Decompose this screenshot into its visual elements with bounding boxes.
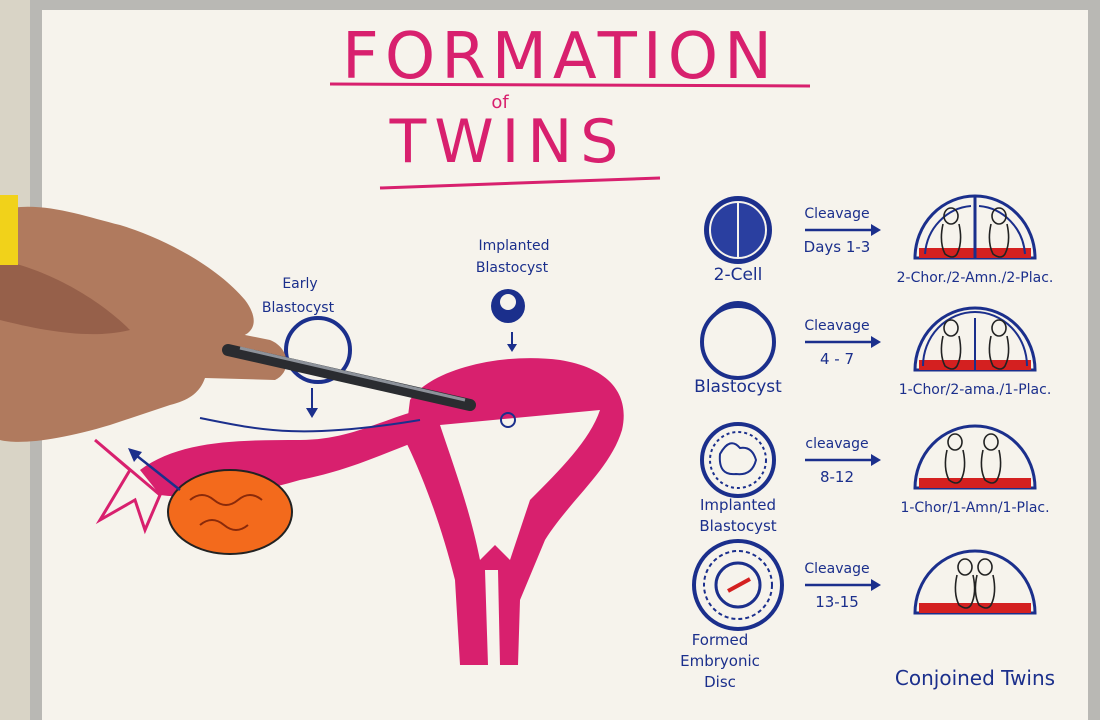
result-label: 1-Chor/2-ama./1-Plac. — [899, 382, 1052, 398]
early-arrowhead — [306, 408, 318, 418]
stage-label: Formed — [692, 631, 749, 649]
ovary-texture — [189, 494, 263, 531]
wristband — [0, 195, 18, 265]
stage-label: Disc — [704, 673, 736, 691]
title-underline-1 — [329, 82, 811, 88]
embryo-icon — [974, 558, 996, 609]
embryo-icon — [940, 319, 962, 370]
title-of: of — [491, 92, 509, 113]
embryo-icon — [940, 207, 962, 258]
label-implanted-blastocyst: Blastocyst — [476, 260, 549, 276]
cleavage-label: Cleavage — [804, 561, 869, 577]
title-underline-2 — [379, 176, 661, 190]
title-line-2: TWINS — [389, 107, 627, 177]
ovulation-arrowhead — [128, 448, 142, 462]
title: FORMATION of TWINS — [342, 20, 778, 177]
result-label: Conjoined Twins — [895, 666, 1055, 690]
presenter-hand — [0, 195, 476, 442]
result-label: 1-Chor/1-Amn/1-Plac. — [900, 500, 1049, 516]
stage-label: Blastocyst — [699, 517, 776, 535]
placenta — [919, 603, 1031, 613]
stage-label: Implanted — [700, 496, 776, 514]
cleavage-arrowhead — [871, 579, 881, 591]
implanted-arrowhead — [507, 344, 517, 352]
embryo-icon — [980, 433, 1002, 484]
stage-label: 2-Cell — [714, 265, 763, 285]
days-label: Days 1-3 — [804, 238, 871, 256]
cleavage-arrowhead — [871, 224, 881, 236]
hand — [0, 206, 287, 442]
uterus-diagram: Early Blastocyst Implanted Blastocyst — [94, 238, 624, 665]
days-label: 4 - 7 — [820, 350, 854, 368]
embryo-icon — [988, 207, 1010, 258]
cleavage-label: Cleavage — [804, 206, 869, 222]
label-implanted: Implanted — [479, 238, 550, 254]
result-dome — [913, 549, 1037, 615]
label-early-blastocyst: Blastocyst — [262, 300, 335, 316]
result-label: 2-Chor./2-Amn./2-Plac. — [897, 270, 1054, 286]
stage-icon — [700, 422, 776, 498]
cleavage-label: Cleavage — [804, 318, 869, 334]
stage-label: Embryonic — [680, 652, 760, 670]
cervix — [485, 570, 500, 665]
result-dome — [913, 194, 1037, 260]
cleavage-arrowhead — [871, 336, 881, 348]
uterine-cavity — [440, 410, 600, 560]
ovary — [167, 469, 293, 555]
embryo-icon — [954, 558, 976, 609]
result-dome — [913, 306, 1037, 372]
cleavage-arrowhead — [871, 454, 881, 466]
cleavage-label: cleavage — [805, 436, 868, 452]
stage-icon — [700, 300, 776, 380]
implant-site — [500, 412, 516, 428]
ovulation-arrow — [131, 451, 181, 491]
embryo-icon — [944, 433, 966, 484]
pointer-pen — [222, 344, 476, 411]
tube-path — [199, 417, 421, 433]
pointer-pen-highlight — [239, 346, 466, 402]
hand-shading — [0, 260, 130, 335]
embryo-icon — [988, 319, 1010, 370]
placenta — [919, 478, 1031, 488]
implanted-blastocyst-inner — [500, 294, 516, 310]
days-label: 8-12 — [820, 468, 854, 486]
result-dome — [913, 424, 1037, 490]
days-label: 13-15 — [815, 593, 859, 611]
title-line-1: FORMATION — [342, 20, 778, 94]
fimbriae — [94, 438, 162, 535]
twin-row: Blastocyst Cleavage 4 - 7 1-Chor/2-ama./1-P… — [694, 300, 1052, 398]
stage-icon — [704, 196, 772, 264]
stage-label: Blastocyst — [694, 377, 782, 397]
stage-icon — [692, 539, 784, 631]
label-early: Early — [282, 276, 317, 292]
